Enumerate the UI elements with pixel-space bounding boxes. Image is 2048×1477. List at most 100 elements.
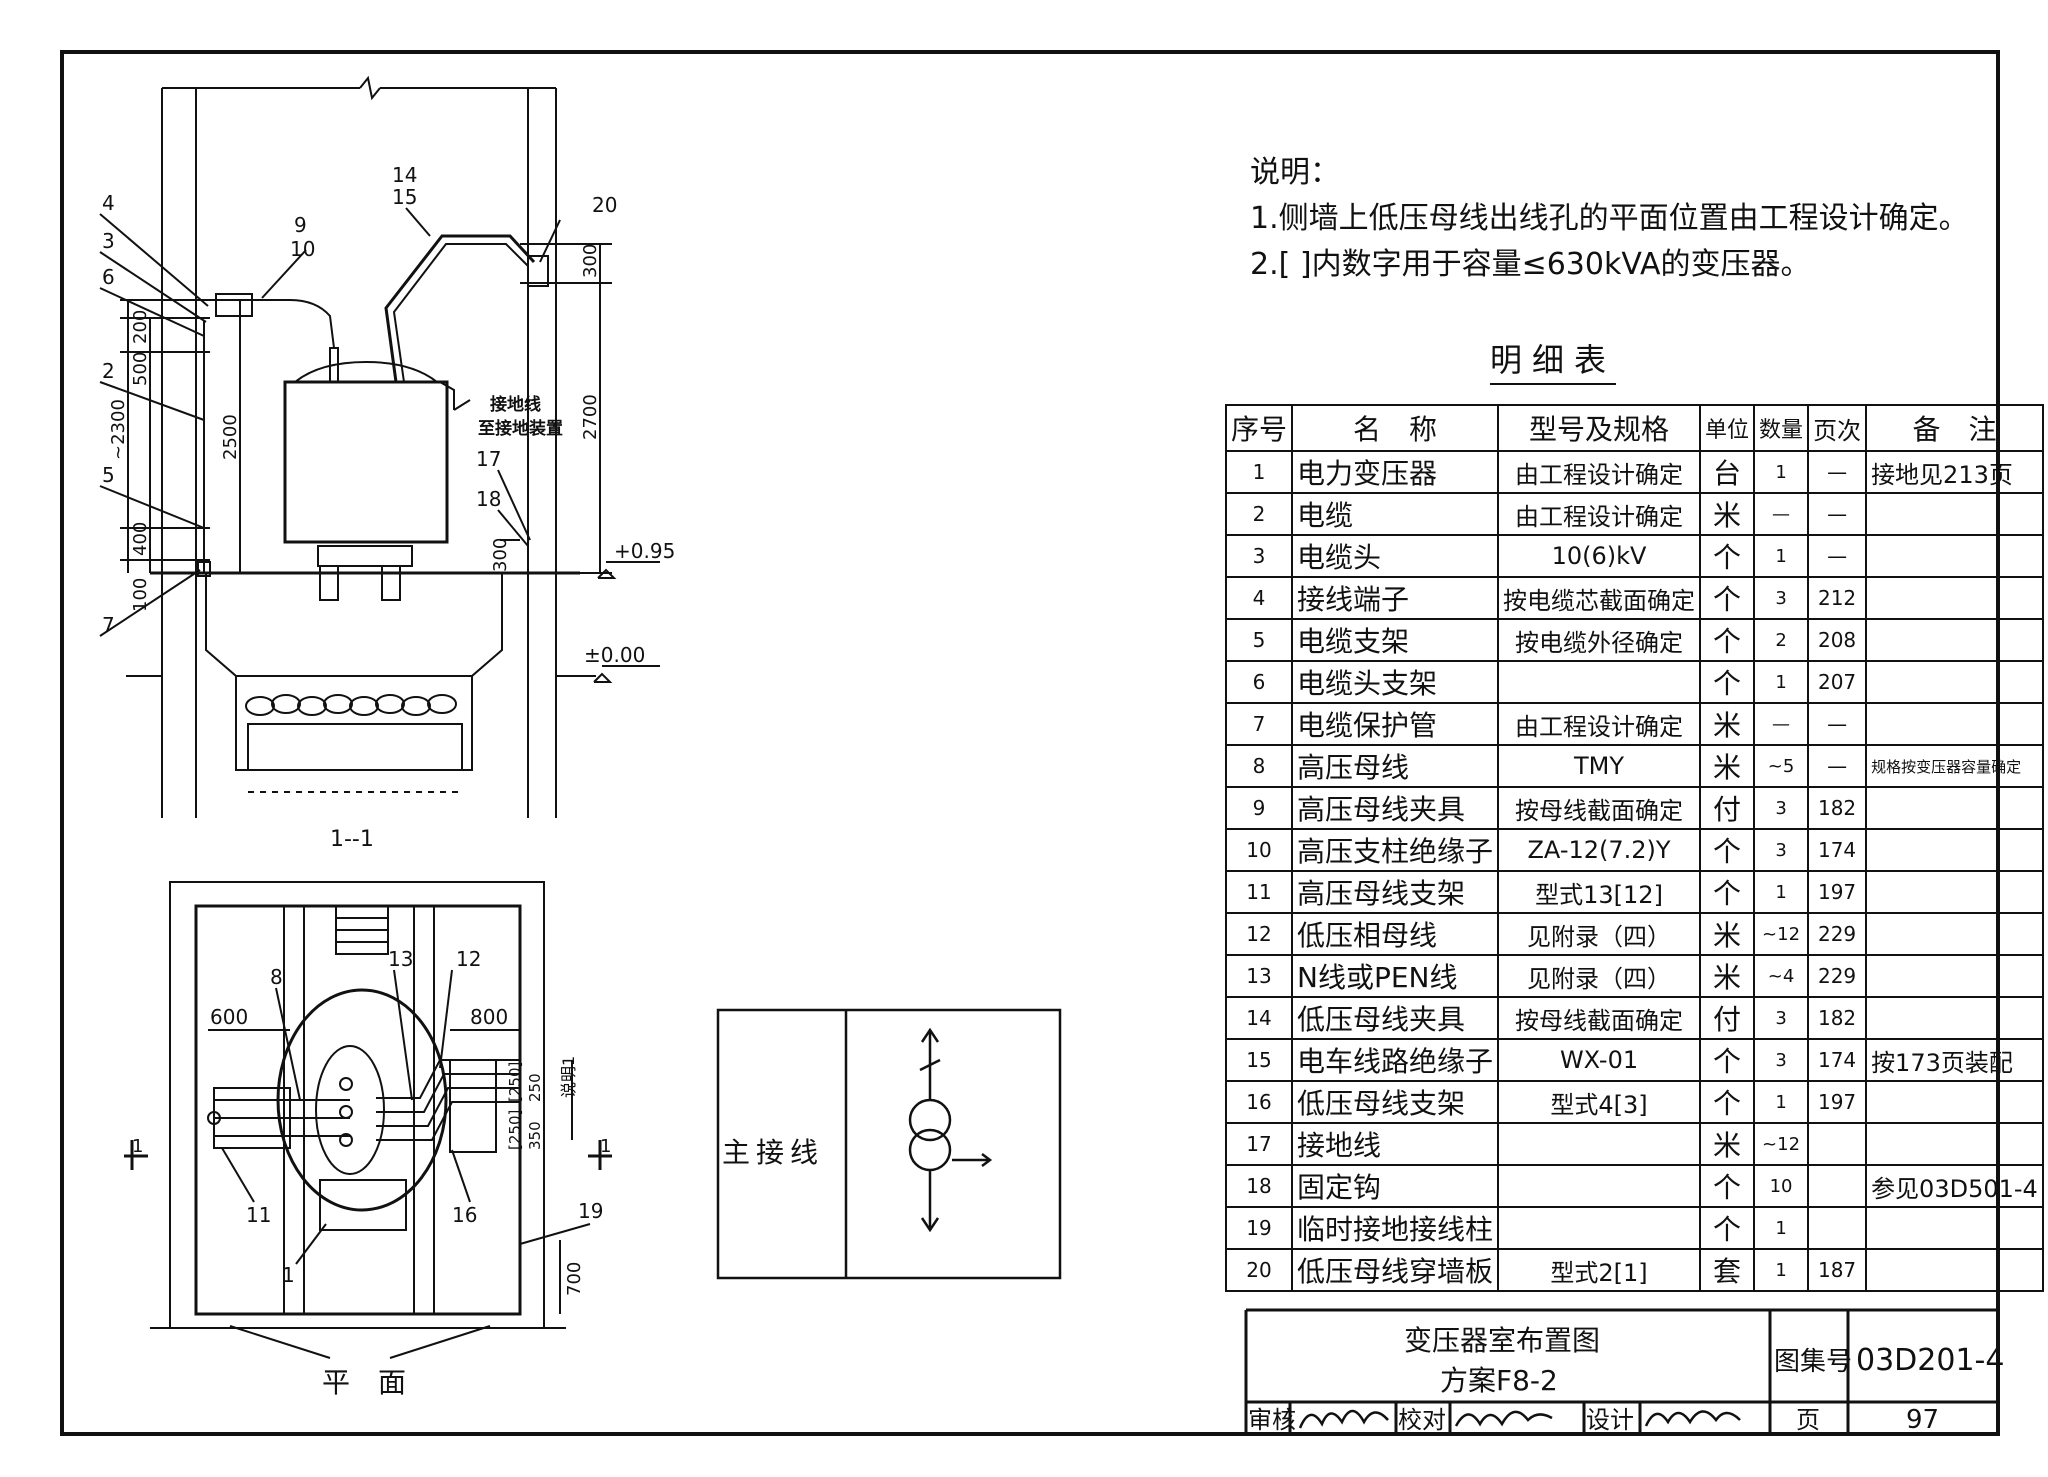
row-name: 电缆支架 — [1291, 618, 1500, 662]
row-unit: 米 — [1699, 744, 1756, 788]
header-qty: 数量 — [1753, 404, 1810, 452]
row-qty: 3 — [1753, 828, 1810, 872]
row-qty: 2 — [1753, 618, 1810, 662]
row-no: 18 — [1224, 1164, 1294, 1208]
row-unit: 米 — [1699, 912, 1756, 956]
row-no: 13 — [1224, 954, 1294, 998]
signatures — [1298, 1409, 1741, 1429]
plan-callout-8: 8 — [270, 965, 283, 989]
dim-2300: ~2300 — [108, 399, 129, 460]
row-page: 207 — [1807, 660, 1868, 704]
row-page — [1807, 1206, 1868, 1250]
row-name: 电缆 — [1291, 492, 1500, 536]
row-name: N线或PEN线 — [1291, 954, 1500, 998]
row-model — [1497, 1164, 1702, 1208]
row-qty: 10 — [1753, 1164, 1810, 1208]
row-name: 接地线 — [1291, 1122, 1500, 1166]
row-unit: 个 — [1699, 1206, 1756, 1250]
section-mark-left: 1 — [132, 1136, 143, 1157]
plan-dim-250b: 250 — [526, 1073, 544, 1102]
row-qty: — — [1753, 702, 1810, 746]
row-qty: 1 — [1753, 534, 1810, 578]
plan-note: 说明1 — [559, 1056, 578, 1098]
table-header-row: 序号 名 称 型号及规格 单位 数量 页次 备 注 — [1224, 404, 2044, 452]
row-no: 4 — [1224, 576, 1294, 620]
row-name: 电车线路绝缘子 — [1291, 1038, 1500, 1082]
row-no: 10 — [1224, 828, 1294, 872]
plan-dim-250a: [250] — [506, 1062, 524, 1102]
header-no: 序号 — [1224, 404, 1294, 452]
row-no: 9 — [1224, 786, 1294, 830]
row-remark — [1865, 1080, 2044, 1124]
callout-17: 17 — [476, 447, 501, 471]
row-unit: 个 — [1699, 576, 1756, 620]
dim-2500: 2500 — [220, 414, 241, 460]
ground-label-1: 接地线 — [490, 394, 541, 415]
callout-10: 10 — [290, 237, 315, 261]
row-qty: ~12 — [1753, 912, 1810, 956]
drawing-title: 变压器室布置图 — [1404, 1324, 1600, 1357]
row-page: 182 — [1807, 786, 1868, 830]
callout-18: 18 — [476, 487, 501, 511]
row-no: 5 — [1224, 618, 1294, 662]
row-qty: 3 — [1753, 996, 1810, 1040]
row-qty: 3 — [1753, 1038, 1810, 1082]
row-page: 229 — [1807, 912, 1868, 956]
row-page: 229 — [1807, 954, 1868, 998]
row-name: 临时接地接线柱 — [1291, 1206, 1500, 1250]
plan-dim-250c: [250] — [506, 1110, 524, 1150]
row-qty: ~12 — [1753, 1122, 1810, 1166]
row-name: 低压母线穿墙板 — [1291, 1248, 1500, 1292]
row-unit: 米 — [1699, 954, 1756, 998]
row-unit: 米 — [1699, 492, 1756, 536]
row-name: 低压相母线 — [1291, 912, 1500, 956]
plan-dim-600: 600 — [210, 1005, 248, 1029]
title-block-frame — [1244, 1308, 1998, 1434]
row-remark — [1865, 576, 2044, 620]
row-name: 电力变压器 — [1291, 450, 1500, 494]
row-page: 208 — [1807, 618, 1868, 662]
row-name: 高压母线夹具 — [1291, 786, 1500, 830]
row-qty: 1 — [1753, 450, 1810, 494]
row-model: 按母线截面确定 — [1497, 786, 1702, 830]
row-name: 固定钩 — [1291, 1164, 1500, 1208]
row-unit: 米 — [1699, 1122, 1756, 1166]
plan-callout-13: 13 — [388, 947, 413, 971]
row-name: 低压母线支架 — [1291, 1080, 1500, 1124]
row-model — [1497, 1122, 1702, 1166]
row-model: 按电缆芯截面确定 — [1497, 576, 1702, 620]
plan-callout-11: 11 — [246, 1203, 271, 1227]
row-name: 高压母线支架 — [1291, 870, 1500, 914]
row-model: TMY — [1497, 744, 1702, 788]
row-no: 2 — [1224, 492, 1294, 536]
row-remark: 按173页装配 — [1865, 1038, 2044, 1082]
header-unit: 单位 — [1699, 404, 1756, 452]
row-no: 16 — [1224, 1080, 1294, 1124]
level-095: +0.95 — [614, 539, 675, 563]
gravel-layer — [245, 694, 457, 716]
row-page: — — [1807, 702, 1868, 746]
row-qty: ~5 — [1753, 744, 1810, 788]
ground-label-2: 至接地装置 — [478, 418, 563, 439]
atlas-number: 03D201-4 — [1856, 1343, 2004, 1378]
dim-100: 100 — [130, 578, 151, 612]
row-model: 10(6)kV — [1497, 534, 1702, 578]
row-qty: — — [1753, 492, 1810, 536]
row-no: 12 — [1224, 912, 1294, 956]
dim-200: 200 — [130, 310, 151, 344]
row-qty: 1 — [1753, 1206, 1810, 1250]
row-page — [1807, 1122, 1868, 1166]
notes-block: 说明： 1.侧墙上低压母线出线孔的平面位置由工程设计确定。 2.[ ]内数字用于… — [1250, 150, 1969, 288]
main-wiring-diagram — [716, 1008, 1062, 1280]
callout-6: 6 — [102, 265, 115, 289]
row-model: 由工程设计确定 — [1497, 450, 1702, 494]
row-page: — — [1807, 492, 1868, 536]
